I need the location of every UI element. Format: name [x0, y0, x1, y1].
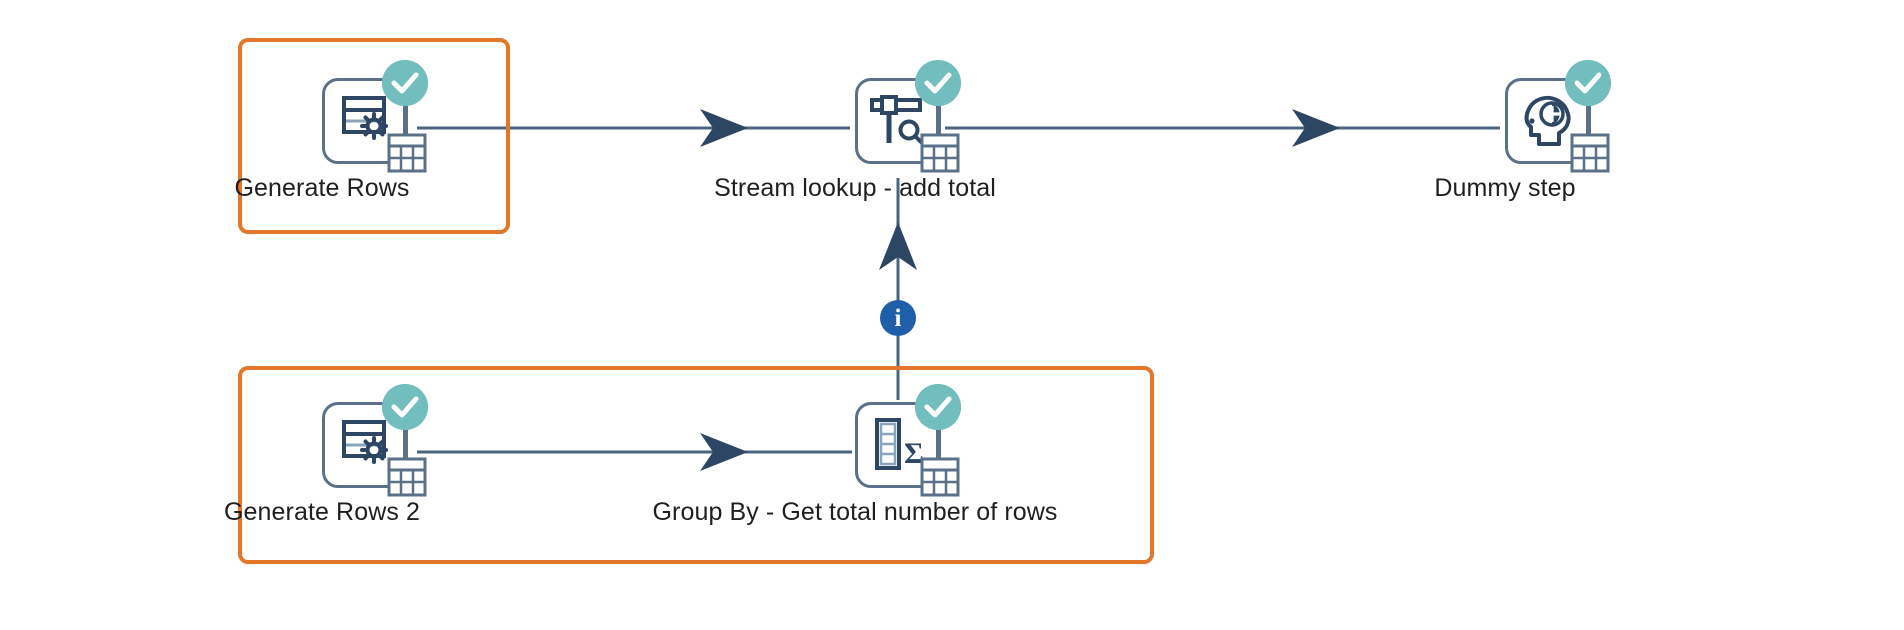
data-grid-icon[interactable] — [919, 132, 961, 174]
badge-stem — [1586, 78, 1590, 140]
step-label: Group By - Get total number of rows — [652, 498, 1058, 526]
badge-stem — [403, 78, 407, 140]
selection-box-top[interactable] — [238, 38, 510, 234]
step-label: Dummy step — [1434, 174, 1576, 202]
selection-box-bottom[interactable] — [238, 366, 1154, 564]
step-label: Generate Rows 2 — [223, 498, 421, 526]
generate-rows-icon — [330, 410, 400, 480]
hop-stream-lookup-to-dummy-step[interactable] — [945, 109, 1500, 147]
check-circle-icon — [915, 60, 961, 106]
badge-stem — [936, 402, 940, 464]
dummy-head-icon — [1513, 86, 1583, 156]
check-circle-icon — [915, 384, 961, 430]
data-grid-icon[interactable] — [919, 456, 961, 498]
group-by-sigma-icon: Σ — [863, 410, 933, 480]
data-grid-icon[interactable] — [386, 132, 428, 174]
stream-lookup-icon — [863, 86, 933, 156]
step-label: Generate Rows — [234, 174, 410, 202]
generate-rows-icon — [330, 86, 400, 156]
svg-text:Σ: Σ — [904, 437, 924, 470]
step-label: Stream lookup - add total — [714, 174, 996, 202]
check-circle-icon — [382, 60, 428, 106]
badge-stem — [403, 402, 407, 464]
data-grid-icon[interactable] — [1569, 132, 1611, 174]
data-grid-icon[interactable] — [386, 456, 428, 498]
check-circle-icon — [1565, 60, 1611, 106]
info-icon[interactable]: i — [880, 300, 916, 336]
check-circle-icon — [382, 384, 428, 430]
badge-stem — [936, 78, 940, 140]
